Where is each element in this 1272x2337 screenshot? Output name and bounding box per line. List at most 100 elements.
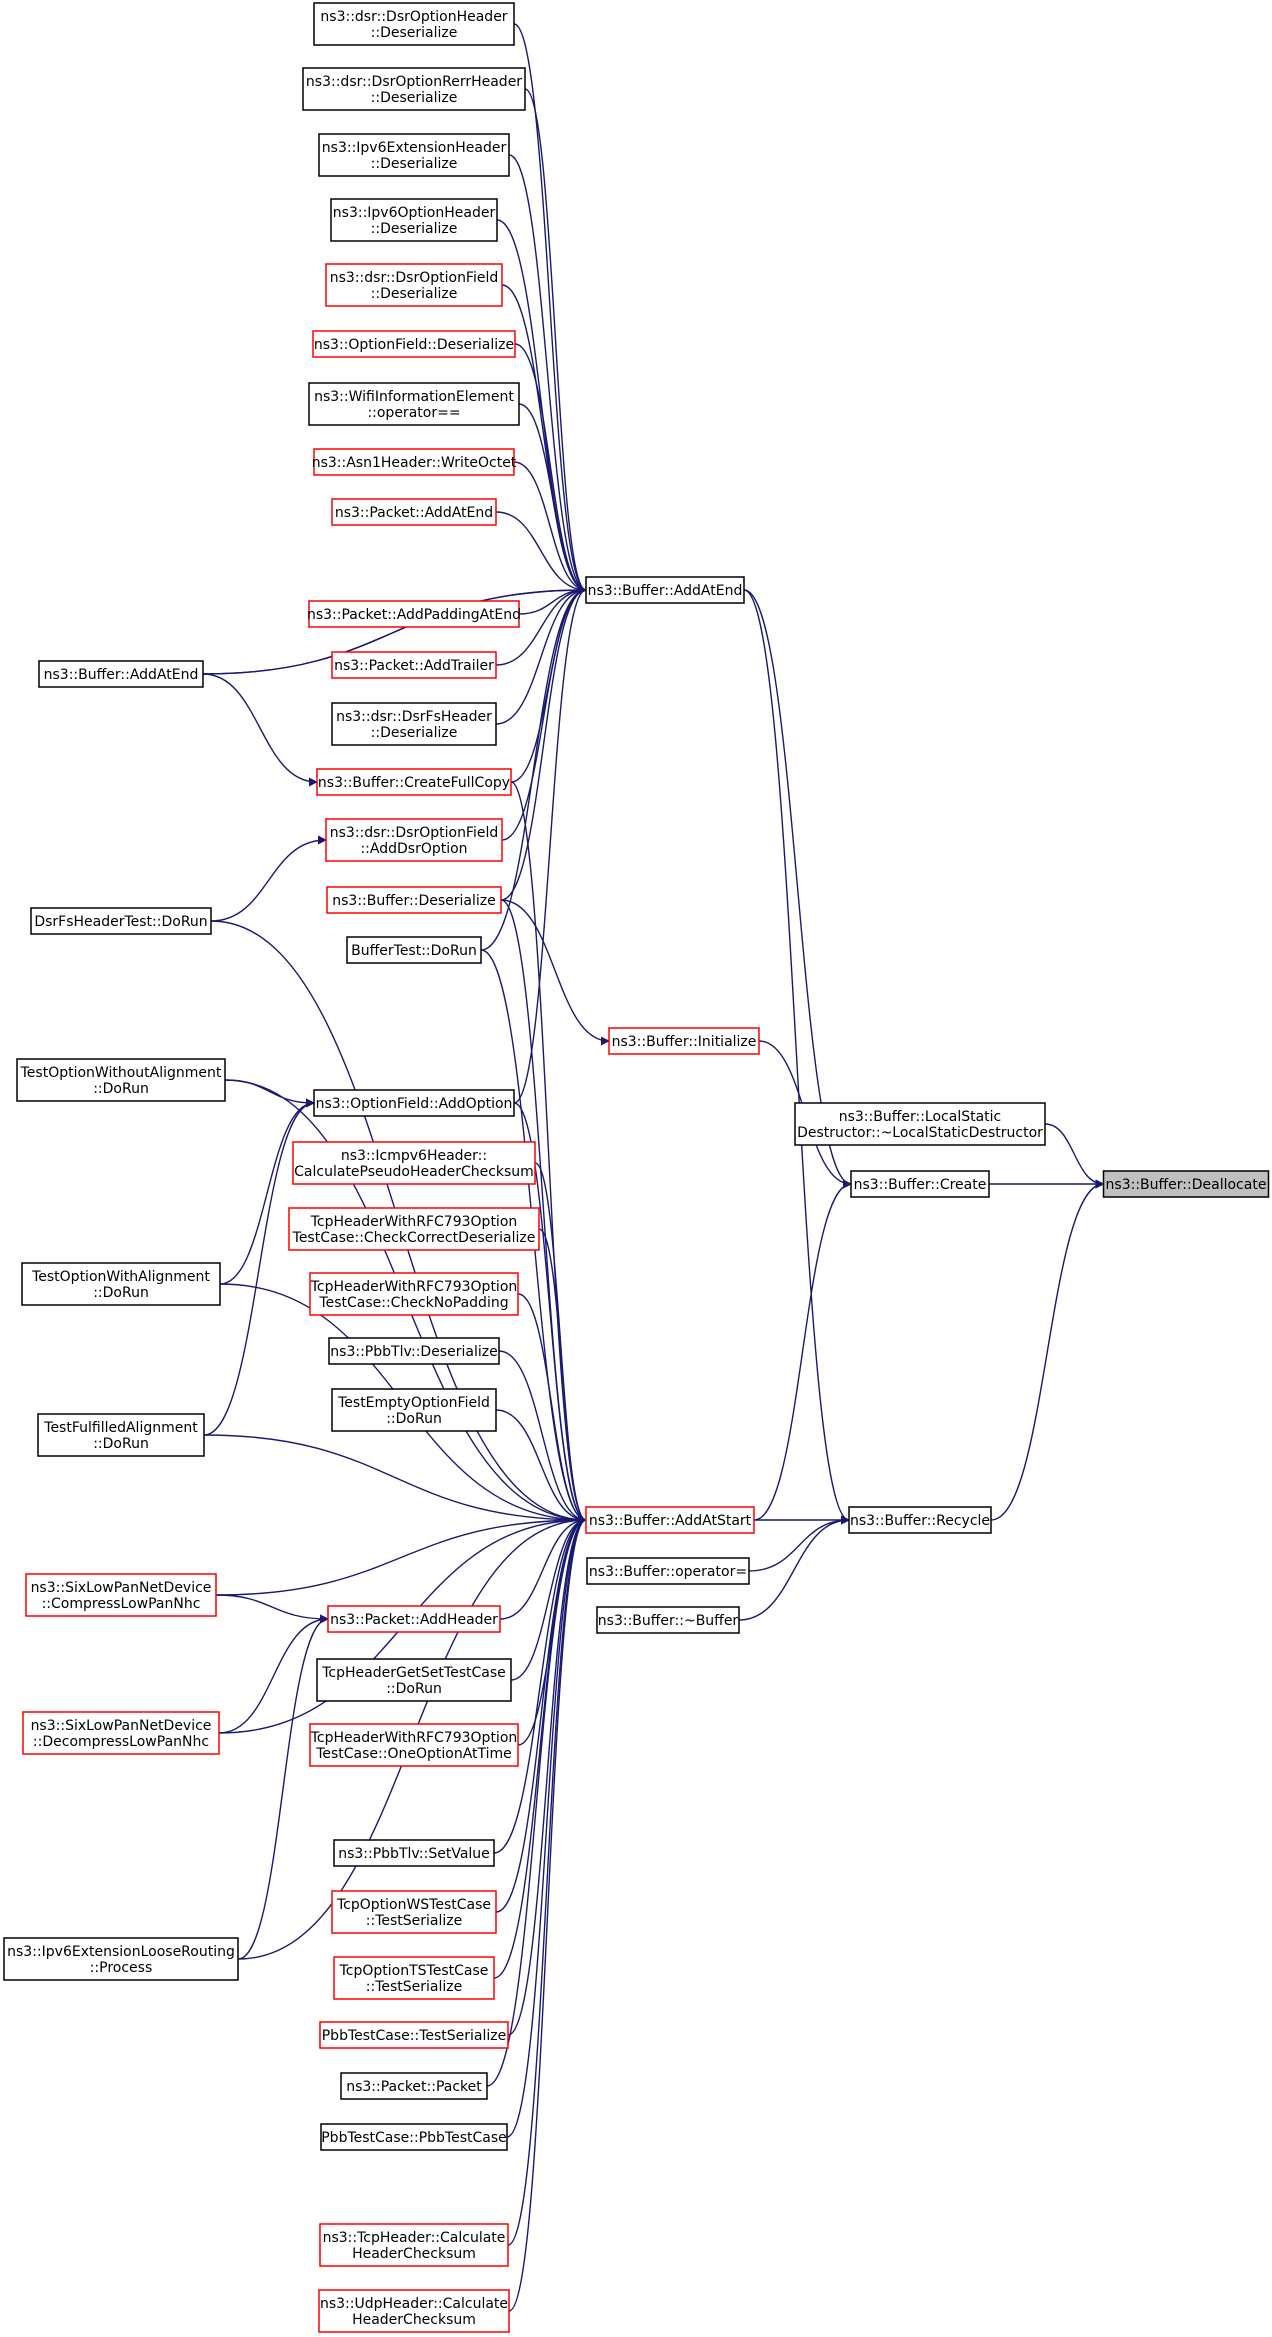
node-box[interactable] xyxy=(3,1937,239,1981)
node-ipv6opt[interactable]: ns3::Ipv6OptionHeader::Deserialize xyxy=(330,198,498,242)
node-pbbser[interactable]: PbbTestCase::TestSerialize xyxy=(319,2021,509,2049)
node-pbbtlvset[interactable]: ns3::PbbTlv::SetValue xyxy=(333,1839,495,1867)
node-tcpts[interactable]: TcpOptionTSTestCase::TestSerialize xyxy=(333,1956,495,2000)
node-box[interactable] xyxy=(22,1711,220,1755)
node-emptyopt[interactable]: TestEmptyOptionField::DoRun xyxy=(331,1388,497,1432)
node-box[interactable] xyxy=(585,1506,755,1534)
node-box[interactable] xyxy=(320,2123,508,2151)
node-localstatic[interactable]: ns3::Buffer::LocalStaticDestructor::~Loc… xyxy=(794,1102,1046,1146)
node-dsrfstest[interactable]: DsrFsHeaderTest::DoRun xyxy=(30,907,212,935)
node-box[interactable] xyxy=(330,198,498,242)
node-pktpacket[interactable]: ns3::Packet::Packet xyxy=(340,2072,488,2100)
node-box[interactable] xyxy=(848,1506,992,1534)
node-box[interactable] xyxy=(328,1337,500,1365)
node-box[interactable] xyxy=(309,1723,519,1767)
node-tcprfc3[interactable]: TcpHeaderWithRFC793OptionTestCase::OneOp… xyxy=(309,1723,519,1767)
node-adddsroption[interactable]: ns3::dsr::DsrOptionField::AddDsrOption xyxy=(325,818,503,862)
node-bufdeser[interactable]: ns3::Buffer::Deserialize xyxy=(326,886,502,914)
node-box[interactable] xyxy=(850,1170,990,1198)
node-box[interactable] xyxy=(333,1839,495,1867)
node-initialize[interactable]: ns3::Buffer::Initialize xyxy=(608,1027,760,1055)
node-box[interactable] xyxy=(309,1272,519,1316)
node-box[interactable] xyxy=(313,2,515,46)
node-box[interactable] xyxy=(37,1413,205,1457)
node-box[interactable] xyxy=(325,263,503,307)
node-box[interactable] xyxy=(30,907,212,935)
node-pktpadding[interactable]: ns3::Packet::AddPaddingAtEnd xyxy=(307,600,521,628)
node-box[interactable] xyxy=(331,498,497,526)
node-dtor[interactable]: ns3::Buffer::~Buffer xyxy=(596,1606,740,1634)
node-icmpv6[interactable]: ns3::Icmpv6Header::CalculatePseudoHeader… xyxy=(292,1141,536,1185)
node-box[interactable] xyxy=(288,1207,540,1251)
node-box[interactable] xyxy=(318,133,510,177)
node-box[interactable] xyxy=(16,1058,226,1102)
node-box[interactable] xyxy=(340,2072,488,2100)
node-box[interactable] xyxy=(585,576,745,604)
node-dsrfield[interactable]: ns3::dsr::DsrOptionField::Deserialize xyxy=(325,263,503,307)
node-box[interactable] xyxy=(25,1573,217,1617)
node-wifiinfo[interactable]: ns3::WifiInformationElement::operator== xyxy=(308,382,520,426)
node-sixdecompress[interactable]: ns3::SixLowPanNetDevice::DecompressLowPa… xyxy=(22,1711,220,1755)
node-box[interactable] xyxy=(1102,1170,1270,1198)
node-box[interactable] xyxy=(331,1388,497,1432)
node-box[interactable] xyxy=(346,936,482,964)
node-create[interactable]: ns3::Buffer::Create xyxy=(850,1170,990,1198)
node-box[interactable] xyxy=(302,67,526,111)
node-dsrrerr[interactable]: ns3::dsr::DsrOptionRerrHeader::Deseriali… xyxy=(302,67,526,111)
node-box[interactable] xyxy=(308,382,520,426)
node-box[interactable] xyxy=(316,768,512,796)
node-ipv6ext[interactable]: ns3::Ipv6ExtensionHeader::Deserialize xyxy=(318,133,510,177)
node-ipv6loose[interactable]: ns3::Ipv6ExtensionLooseRouting::Process xyxy=(3,1937,239,1981)
node-pbbtlvdeser[interactable]: ns3::PbbTlv::Deserialize xyxy=(328,1337,500,1365)
node-box[interactable] xyxy=(326,886,502,914)
node-box[interactable] xyxy=(292,1141,536,1185)
node-box[interactable] xyxy=(325,818,503,862)
node-box[interactable] xyxy=(794,1102,1046,1146)
node-sixcompress[interactable]: ns3::SixLowPanNetDevice::CompressLowPanN… xyxy=(25,1573,217,1617)
node-buftest[interactable]: BufferTest::DoRun xyxy=(346,936,482,964)
node-pbbtc[interactable]: PbbTestCase::PbbTestCase xyxy=(320,2123,508,2151)
node-pkttrailer[interactable]: ns3::Packet::AddTrailer xyxy=(331,651,497,679)
node-deallocate[interactable]: ns3::Buffer::Deallocate xyxy=(1102,1170,1270,1198)
node-addoption[interactable]: ns3::OptionField::AddOption xyxy=(313,1089,515,1117)
node-box[interactable] xyxy=(331,1890,497,1934)
node-pktaddatend[interactable]: ns3::Packet::AddAtEnd xyxy=(331,498,497,526)
node-box[interactable] xyxy=(331,702,497,746)
node-testwithout[interactable]: TestOptionWithoutAlignment::DoRun xyxy=(16,1058,226,1102)
node-box[interactable] xyxy=(21,1262,221,1306)
node-asn1[interactable]: ns3::Asn1Header::WriteOctet xyxy=(312,448,517,476)
node-box[interactable] xyxy=(308,600,520,628)
node-box[interactable] xyxy=(318,2289,510,2333)
node-box[interactable] xyxy=(596,1606,740,1634)
node-optfield[interactable]: ns3::OptionField::Deserialize xyxy=(312,330,516,358)
node-testfulfilled[interactable]: TestFulfilledAlignment::DoRun xyxy=(37,1413,205,1457)
node-fullcopy[interactable]: ns3::Buffer::CreateFullCopy xyxy=(316,768,512,796)
node-dsroptheader[interactable]: ns3::dsr::DsrOptionHeader::Deserialize xyxy=(313,2,515,46)
node-pktaddheader[interactable]: ns3::Packet::AddHeader xyxy=(327,1605,501,1633)
node-box[interactable] xyxy=(331,651,497,679)
node-tcprfc2[interactable]: TcpHeaderWithRFC793OptionTestCase::Check… xyxy=(309,1272,519,1316)
node-box[interactable] xyxy=(313,1089,515,1117)
node-box[interactable] xyxy=(313,448,515,476)
node-operatoreq[interactable]: ns3::Buffer::operator= xyxy=(586,1557,750,1585)
node-box[interactable] xyxy=(38,660,204,688)
node-recycle[interactable]: ns3::Buffer::Recycle xyxy=(848,1506,992,1534)
node-box[interactable] xyxy=(319,2223,509,2267)
node-box[interactable] xyxy=(316,1658,512,1702)
node-box[interactable] xyxy=(327,1605,501,1633)
node-dsrfsheader[interactable]: ns3::dsr::DsrFsHeader::Deserialize xyxy=(331,702,497,746)
node-box[interactable] xyxy=(333,1956,495,2000)
node-addatstart[interactable]: ns3::Buffer::AddAtStart xyxy=(585,1506,755,1534)
node-tcprfc1[interactable]: TcpHeaderWithRFC793OptionTestCase::Check… xyxy=(288,1207,540,1251)
node-tcpgetset[interactable]: TcpHeaderGetSetTestCase::DoRun xyxy=(316,1658,512,1702)
node-box[interactable] xyxy=(608,1027,760,1055)
node-box[interactable] xyxy=(586,1557,750,1585)
node-tcpws[interactable]: TcpOptionWSTestCase::TestSerialize xyxy=(331,1890,497,1934)
node-box[interactable] xyxy=(312,330,516,358)
node-testwith[interactable]: TestOptionWithAlignment::DoRun xyxy=(21,1262,221,1306)
node-bufaddatend2[interactable]: ns3::Buffer::AddAtEnd xyxy=(38,660,204,688)
node-box[interactable] xyxy=(319,2021,509,2049)
node-addatend[interactable]: ns3::Buffer::AddAtEnd xyxy=(585,576,745,604)
